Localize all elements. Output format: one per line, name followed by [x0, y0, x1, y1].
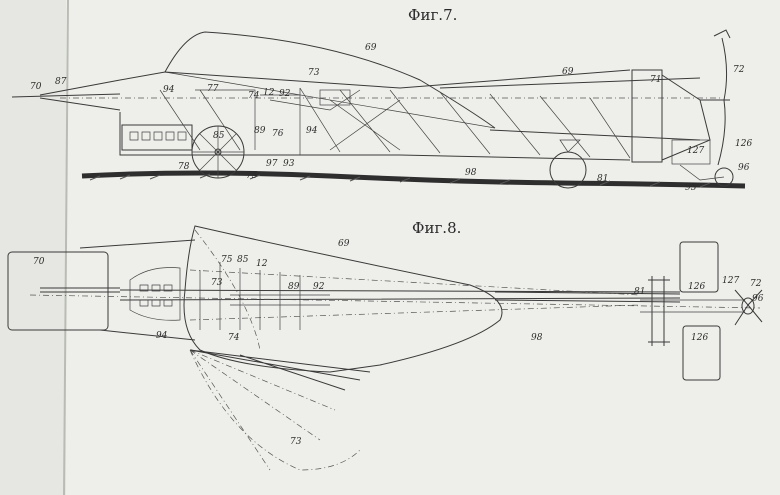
label-98: 98 — [465, 168, 477, 178]
fuselage-bottom — [119, 112, 631, 161]
label-f8-70: 70 — [33, 257, 45, 267]
control-rig — [195, 88, 361, 155]
fuselage-bracing — [159, 87, 631, 159]
label-78: 78 — [178, 162, 190, 172]
wing-curve — [164, 31, 496, 129]
label-f8-94: 94 — [156, 331, 168, 341]
label-85: 85 — [213, 131, 225, 141]
label-f8-96: 96 — [752, 294, 764, 304]
label-f8-73b: 73 — [290, 437, 302, 447]
fuselage-plan-lower — [99, 297, 681, 341]
ground-line — [81, 170, 746, 189]
figure-7-title: Фиг.7. — [408, 6, 457, 24]
fuselage-top — [119, 69, 631, 89]
label-126: 126 — [735, 139, 752, 149]
engine-plan-cyl — [139, 284, 173, 307]
engine-plan — [129, 267, 181, 321]
figure-7: Фиг.7. — [11, 6, 752, 193]
tail-fin — [661, 74, 711, 161]
figure-8: Фиг.8. 70 69 75 85 12 — [7, 219, 764, 471]
label-f8-92: 92 — [313, 282, 325, 292]
engine-cylinders — [129, 131, 187, 141]
label-69a: 69 — [365, 43, 377, 53]
fuselage-plan-axis — [29, 294, 761, 309]
tail-wheel — [714, 167, 734, 187]
tail-rudder-upper — [679, 241, 719, 293]
label-f8-69: 69 — [338, 239, 350, 249]
tail-post — [631, 69, 663, 163]
label-87: 87 — [55, 77, 67, 87]
label-f8-127: 127 — [722, 276, 739, 286]
label-70: 70 — [30, 82, 42, 92]
label-72: 72 — [733, 65, 745, 75]
tail-skid-95 — [679, 164, 725, 181]
paper-main — [66, 0, 780, 495]
label-73: 73 — [308, 68, 320, 78]
label-76: 76 — [272, 129, 284, 139]
tail-boom — [494, 291, 681, 303]
propeller-hub — [741, 297, 755, 315]
page-fold — [63, 0, 69, 495]
label-f8-85: 85 — [237, 255, 249, 265]
fuselage-plan-upper — [79, 239, 681, 293]
label-89: 89 — [254, 126, 266, 136]
tail-strut-lower — [489, 129, 701, 141]
label-f8-126a: 126 — [688, 282, 705, 292]
label-f8-74: 74 — [228, 333, 240, 343]
label-f8-81: 81 — [634, 287, 645, 297]
label-f8-126b: 126 — [691, 333, 708, 343]
label-f8-89: 89 — [288, 282, 300, 292]
tail-rudder-lower — [682, 325, 721, 381]
label-71: 71 — [650, 75, 661, 85]
label-95: 95 — [685, 183, 697, 193]
label-92: 92 — [279, 89, 291, 99]
propeller-plan — [734, 289, 763, 326]
label-69b: 69 — [562, 67, 574, 77]
engine-block — [121, 124, 193, 151]
wing-fold-arc2 — [194, 229, 261, 351]
label-f8-75: 75 — [221, 255, 233, 265]
label-93: 93 — [283, 159, 295, 169]
ground-hatch — [89, 173, 711, 188]
label-81: 81 — [597, 174, 608, 184]
front-plane — [7, 251, 109, 331]
label-f8-72: 72 — [750, 279, 762, 289]
label-127: 127 — [687, 146, 704, 156]
label-f8-12: 12 — [256, 259, 268, 269]
fuselage-plan-dash2 — [189, 269, 641, 321]
nose-spike — [11, 79, 121, 111]
tail-frame-bars — [640, 299, 745, 313]
rudder-126 — [671, 139, 711, 165]
mechanism-plan — [199, 262, 330, 330]
label-94b: 94 — [306, 126, 318, 136]
paper-left — [0, 0, 70, 495]
label-77: 77 — [207, 84, 219, 94]
label-97: 97 — [266, 159, 278, 169]
label-f8-98: 98 — [531, 333, 543, 343]
label-75: 75 — [246, 171, 258, 181]
seat — [319, 89, 351, 106]
label-12: 12 — [263, 88, 275, 98]
front-plane-mount — [40, 287, 120, 293]
figure-8-title: Фиг.8. — [412, 219, 461, 237]
main-wheel-spokes — [192, 126, 244, 178]
wing-fold-lines — [189, 349, 371, 391]
label-94a: 94 — [163, 85, 175, 95]
label-74: 74 — [248, 91, 260, 101]
label-96: 96 — [738, 163, 750, 173]
wing-fold-arc — [189, 349, 361, 471]
wing-planform — [183, 225, 503, 373]
tail-frame — [648, 276, 670, 346]
tail-strut-upper — [439, 77, 701, 89]
label-f8-73: 73 — [211, 278, 223, 288]
rear-wheel-strut — [559, 139, 581, 153]
